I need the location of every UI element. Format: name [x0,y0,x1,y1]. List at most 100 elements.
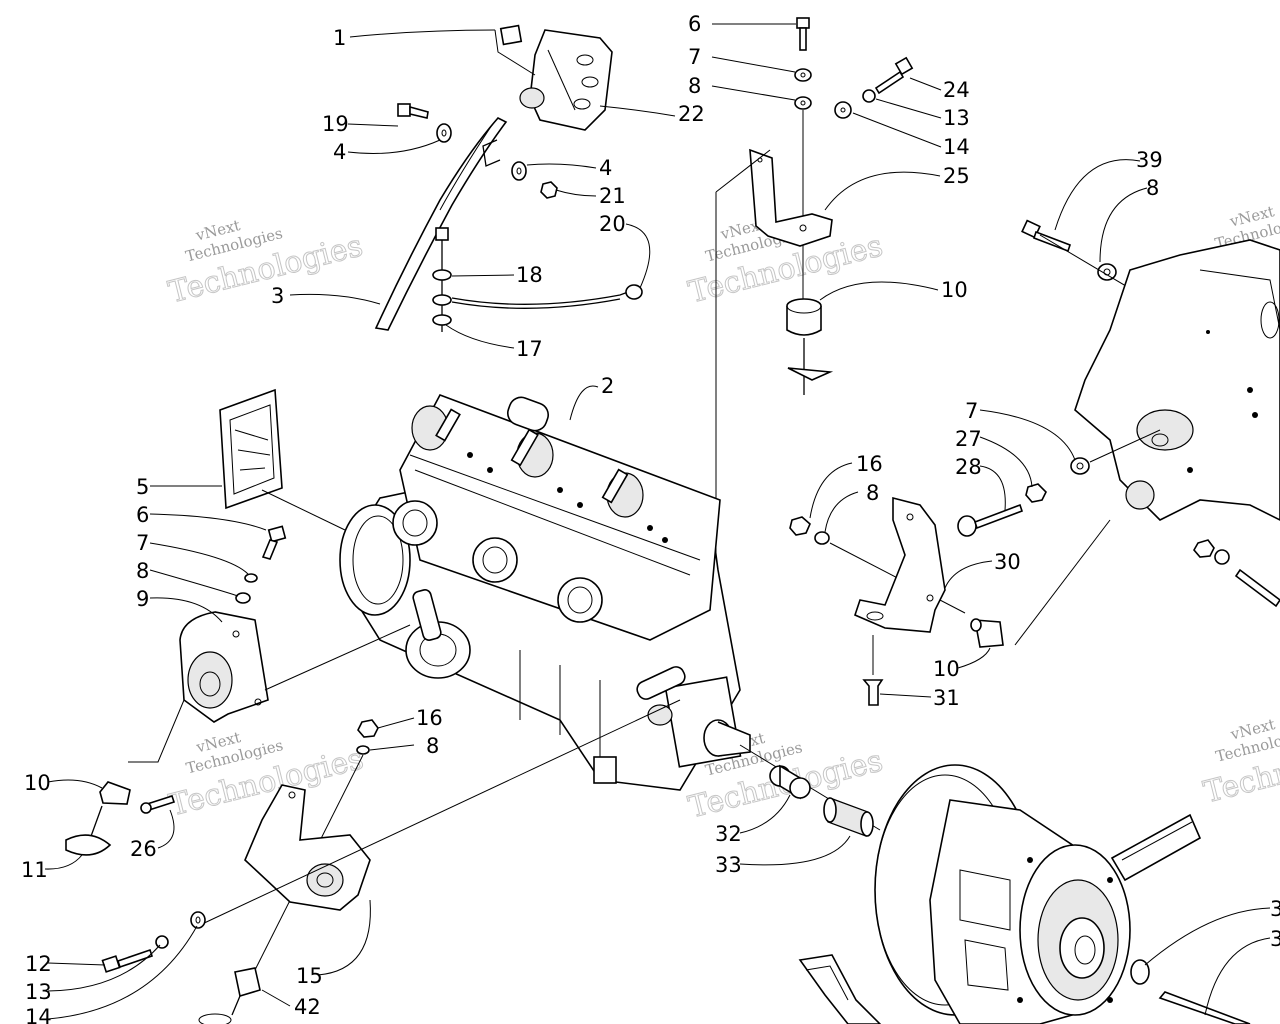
part-nut-16-bottom [357,719,379,738]
part-mount-10-top [786,298,834,395]
callout-32: 32 [715,822,742,846]
callout-7: 7 [136,531,149,555]
part-washers-right-edge [1193,539,1280,608]
part-washer-13-bottom [155,935,169,949]
engine-block-2 [339,394,751,791]
callout-16: 16 [856,452,883,476]
callout-10: 10 [933,657,960,681]
callout-2: 2 [601,374,614,398]
part-washer-8-bottom [356,745,370,755]
part-bolt-24 [874,56,914,95]
callout-10: 10 [24,771,51,795]
callout-4: 4 [599,156,612,180]
part-mount-bracket-15 [244,784,371,911]
part-hook [482,139,501,167]
callout-17: 17 [516,337,543,361]
callout-8: 8 [426,734,439,758]
callout-30: 30 [994,550,1021,574]
callout-1: 1 [333,26,346,50]
part-damper-42 [198,967,261,1024]
part-bolt-12 [101,948,154,973]
watermark-top-left: vNext Technologies Technologies [165,216,367,311]
callout-13: 13 [943,106,970,130]
part-gasket-5 [219,388,283,510]
part-nut-27 [1025,483,1047,503]
part-chaincase-bracket [1074,239,1280,521]
part-washer-8-top [794,96,812,110]
part-mount-bracket-9 [179,611,269,723]
part-bolt-6-top [796,17,810,51]
callout-8: 8 [1146,176,1159,200]
part-bolt-28 [957,503,1024,537]
watermark-bottom-right: vNext Technologies Technologies [1200,715,1280,811]
part-washer-7-right [1070,457,1090,475]
part-washer-7-left [244,573,258,583]
part-bracket-22 [519,29,613,131]
callout-13: 13 [25,980,52,1004]
part-bushing-32 [769,764,811,800]
callout-31: 31 [933,686,960,710]
callout-16: 16 [416,706,443,730]
part-nut-16-right [789,516,811,536]
callout-20: 20 [599,212,626,236]
callout-labels: 1 19 4 22 4 21 20 18 3 17 2 6 7 8 24 13 … [21,12,1280,1024]
callout-39: 39 [1136,148,1163,172]
part-washer-13 [862,89,876,103]
leader-mount-10-right [1014,519,1111,646]
part-small-clip-1 [499,24,523,46]
callout-19: 19 [322,112,349,136]
callout-15: 15 [296,964,323,988]
callout-27: 27 [955,427,982,451]
part-washer-clutch-bolt [1130,959,1251,1024]
callout-28: 28 [955,455,982,479]
part-washer-4b [511,161,527,181]
callout-7: 7 [965,399,978,423]
part-cable-20 [451,284,643,309]
part-drive-belt [798,813,1202,1024]
part-bracket-25 [749,148,833,247]
part-bolt-26 [140,794,176,814]
part-washer-14-bottom [190,911,206,929]
part-hose-3 [374,117,508,331]
callout-8: 8 [688,74,701,98]
part-bolt-18-stack [432,227,452,332]
leader-bracket-line [715,149,771,193]
axis-line-bottom-diagonal [199,699,681,926]
part-mount-10-left [85,781,131,851]
part-washer-7-top [794,68,812,82]
part-washer-8-right-top [1097,263,1117,281]
callout-14: 14 [25,1005,52,1024]
part-spacer-33 [823,797,874,837]
callout-12: 12 [25,952,52,976]
callout-14: 14 [943,135,970,159]
callout-8: 8 [866,481,879,505]
callout-22: 22 [678,102,705,126]
callout-21: 21 [599,184,626,208]
part-washer-4a [436,123,452,143]
callout-33: 33 [715,853,742,877]
part-nut-21 [540,181,558,199]
callout-11: 11 [21,858,48,882]
callout-5: 5 [136,475,149,499]
part-washer-8-right [814,531,830,545]
watermark-bottom-left: vNext Technologies Technologies [165,728,367,824]
callout-3: 3 [1270,897,1280,921]
axis-line-washer-7 [1089,429,1161,463]
part-plate-11 [65,834,112,856]
part-bolt-39 [1021,219,1072,253]
callout-9: 9 [136,587,149,611]
callout-18: 18 [516,263,543,287]
part-washer-14 [834,101,852,119]
callout-3: 3 [271,284,284,308]
callout-6: 6 [688,12,701,36]
watermark-top-center: vNext Technologies Technologies [685,215,887,311]
leader-mount-to-engine [264,624,411,691]
part-bolt-6-left [261,525,287,560]
callout-24: 24 [943,78,970,102]
part-mount-10-right [970,618,1004,648]
callout-26: 26 [130,837,157,861]
callout-42: 42 [294,995,321,1019]
callout-6: 6 [136,503,149,527]
